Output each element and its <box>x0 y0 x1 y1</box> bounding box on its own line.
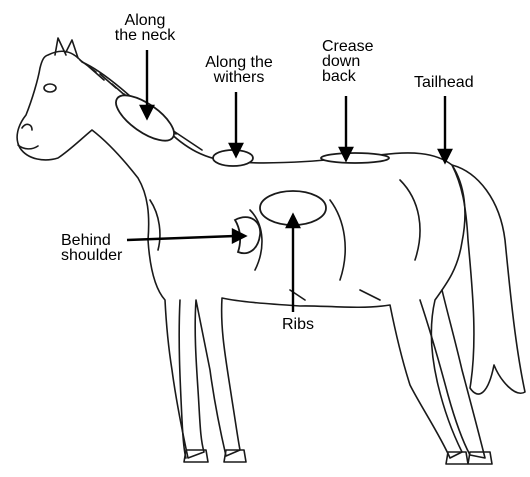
label-ribs: Ribs <box>282 317 314 332</box>
back-oval <box>321 153 389 163</box>
horse-tail <box>452 165 525 394</box>
shoulder-arrow <box>127 236 235 240</box>
label-crease-back: Crease down back <box>322 39 374 84</box>
horse-front-leg <box>179 300 186 458</box>
label-behind-shoulder: Behind shoulder <box>61 233 122 263</box>
neck-oval <box>109 87 181 149</box>
label-along-neck: Along the neck <box>102 13 188 43</box>
label-tailhead: Tailhead <box>414 75 474 90</box>
label-along-withers: Along the withers <box>190 55 288 85</box>
